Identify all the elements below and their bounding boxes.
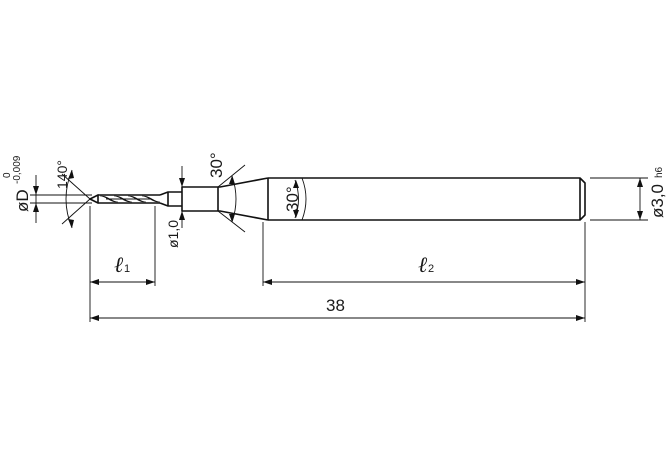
neck-angle-label: 30° xyxy=(207,152,226,178)
diameter-label: øD xyxy=(13,189,32,212)
length-l1-letter: ℓ xyxy=(114,252,124,277)
flute-spirals xyxy=(99,195,161,203)
shank xyxy=(267,177,586,221)
length-l2-dimension: ℓ 2 xyxy=(263,252,585,285)
overall-length-dimension: 38 xyxy=(90,296,585,321)
diameter-dimension: øD 0 -0,009 xyxy=(2,155,92,223)
length-l2-index: 2 xyxy=(428,263,434,275)
drill-tip xyxy=(89,194,99,204)
shank-diameter-label: ø3,0 xyxy=(648,184,667,218)
shank-diameter-dimension: ø3,0 h6 xyxy=(590,166,667,221)
neck-angle-dimension: 30° xyxy=(207,152,246,233)
point-angle-dimension: 140° xyxy=(54,160,91,229)
neck-diameter-dimension: ø1,0 xyxy=(165,166,185,248)
diameter-tol-upper: 0 xyxy=(2,172,13,178)
point-angle-label: 140° xyxy=(54,160,70,189)
length-l1-dimension: ℓ 1 xyxy=(90,252,155,285)
extension-lines xyxy=(89,206,586,322)
overall-length-label: 38 xyxy=(326,296,345,315)
length-l1-index: 1 xyxy=(124,263,130,275)
diameter-tol-lower: -0,009 xyxy=(12,155,23,184)
cutting-flute-section xyxy=(98,194,160,204)
shank-angle-dimension: 30° xyxy=(283,179,302,219)
neck-diameter-label: ø1,0 xyxy=(165,220,181,248)
neck xyxy=(159,177,269,221)
shank-fit-label: h6 xyxy=(654,166,665,178)
shank-angle-label: 30° xyxy=(283,186,302,212)
drill-outline xyxy=(89,177,586,221)
length-l2-letter: ℓ xyxy=(418,252,428,277)
